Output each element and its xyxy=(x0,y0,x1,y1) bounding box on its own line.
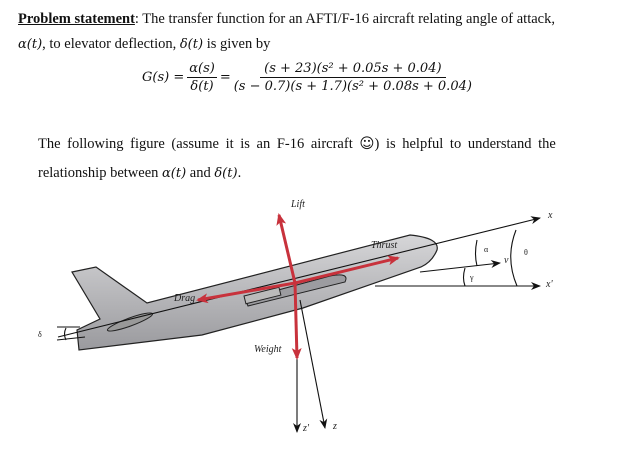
frac2-denominator: (s − 0.7)(s + 1.7)(s² + 0.08s + 0.04) xyxy=(233,79,472,94)
eq-lhs: G(s) = xyxy=(142,70,185,85)
problem-statement-line2: α(t), to elevator deflection, δ(t) is gi… xyxy=(18,35,270,54)
lift-arrow xyxy=(276,213,297,284)
alpha-label: α xyxy=(484,245,489,254)
fuselage xyxy=(71,234,438,351)
z-axis xyxy=(299,299,328,429)
frac1-numerator: α(s) xyxy=(187,61,217,78)
drag-arrow xyxy=(196,281,296,304)
weight-arrow xyxy=(291,282,302,360)
problem-text-2: , to elevator deflection, xyxy=(42,36,180,52)
v-label: v xyxy=(504,255,509,266)
z-prime-label: z' xyxy=(302,423,310,434)
fraction-transfer: (s + 23)(s² + 0.05s + 0.04)(s − 0.7)(s +… xyxy=(234,60,472,95)
thrust-label: Thrust xyxy=(371,240,397,251)
theta-arc xyxy=(510,229,518,287)
axes xyxy=(56,216,541,433)
frac2-numerator: (s + 23)(s² + 0.05s + 0.04) xyxy=(260,60,446,78)
force-arrows xyxy=(196,213,400,360)
z-label: z xyxy=(332,421,337,432)
x-prime-label: x' xyxy=(545,279,553,290)
drag-label: Drag xyxy=(173,293,195,304)
figure-text-line2: relationship between α(t) and δ(t). xyxy=(38,164,241,183)
alpha-t: α(t) xyxy=(18,37,43,52)
problem-heading: Problem statement xyxy=(18,11,135,27)
transfer-function-equation: G(s) = α(s)δ(t) = (s + 23)(s² + 0.05s + … xyxy=(142,60,472,104)
lift-label: Lift xyxy=(290,199,305,210)
figure-text-end: . xyxy=(237,165,242,181)
smiley-icon: ☺ xyxy=(359,136,375,152)
figure-text-c: relationship between xyxy=(38,165,163,181)
problem-text: : The transfer function for an AFTI/F-16… xyxy=(134,11,555,27)
gamma-label: γ xyxy=(469,273,474,282)
fraction-alpha-delta: α(s)δ(t) xyxy=(187,60,217,95)
x-label: x xyxy=(547,210,553,221)
figure-text-line1: The following figure (assume it is an F-… xyxy=(38,135,556,153)
problem-text-3: is given by xyxy=(203,36,271,52)
problem-statement-line1: Problem statement: The transfer function… xyxy=(18,10,555,28)
frac1-denominator: δ(t) xyxy=(190,79,214,94)
delta-label: δ xyxy=(38,330,42,339)
weight-label: Weight xyxy=(254,344,282,355)
x-axis xyxy=(57,216,541,338)
thrust-arrow xyxy=(294,255,400,285)
delta-t: δ(t) xyxy=(179,37,204,52)
alpha-arc xyxy=(474,239,478,267)
delta-t-2: δ(t) xyxy=(214,166,238,181)
figure-text-and: and xyxy=(186,165,215,181)
figure-text-b: ) is helpful to understand the xyxy=(374,136,556,152)
theta-label: θ xyxy=(524,248,528,257)
alpha-t-2: α(t) xyxy=(162,166,187,181)
velocity-vector xyxy=(419,260,501,273)
figure-text-a: The following figure (assume it is an F-… xyxy=(38,136,360,152)
gamma-arc xyxy=(462,267,466,287)
eq-equals: = xyxy=(219,70,231,85)
